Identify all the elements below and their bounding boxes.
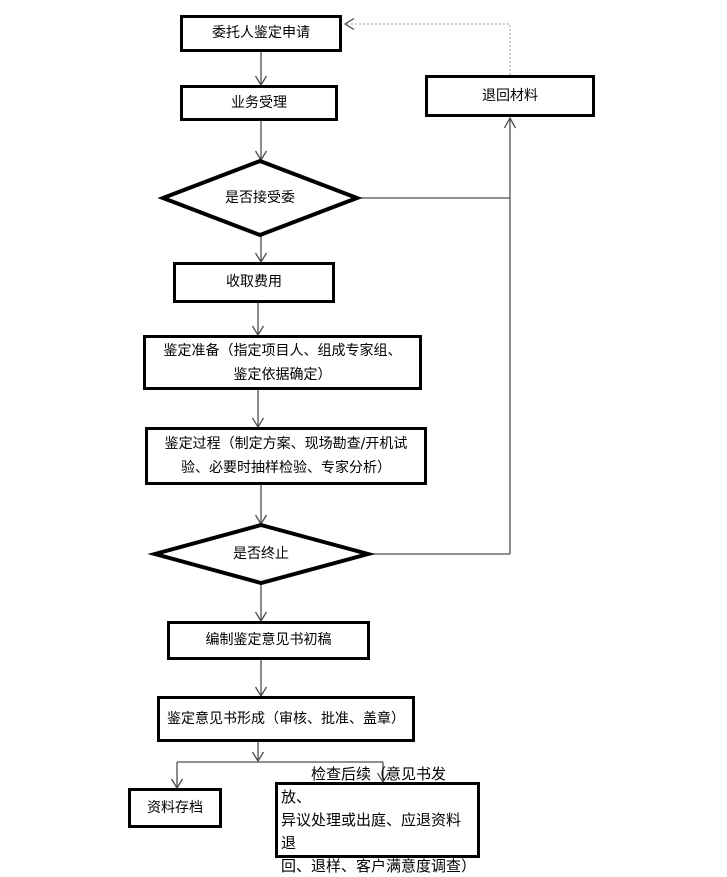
node-archive-label: 资料存档 [147, 799, 203, 816]
arrowhead-return-materials [503, 116, 517, 129]
node-draft-label: 编制鉴定意见书初稿 [205, 632, 332, 648]
node-return-materials-label: 退回材料 [482, 87, 538, 104]
decision-accept-diamond [157, 158, 363, 238]
arrowhead-finalize-to-split [251, 751, 265, 763]
node-archive: 资料存档 [128, 788, 222, 828]
node-followup-line-3: 回、退样、客户满意度调查） [281, 856, 477, 875]
node-finalize-label: 鉴定意见书形成（审核、批准、盖章） [167, 710, 405, 727]
node-collect-fee: 收取费用 [173, 262, 335, 303]
node-apply-label: 委托人鉴定申请 [212, 25, 310, 41]
node-draft: 编制鉴定意见书初稿 [167, 621, 370, 660]
node-prepare-line-1: 鉴定准备（指定项目人、组成专家组、 [163, 342, 402, 359]
arrowhead-return-to-apply [343, 17, 355, 31]
node-finalize: 鉴定意见书形成（审核、批准、盖章） [157, 696, 415, 742]
node-apply: 委托人鉴定申请 [180, 15, 342, 52]
decision-terminate-label: 是否终止 [233, 546, 289, 562]
node-prepare: 鉴定准备（指定项目人、组成专家组、 鉴定依据确定） [143, 335, 422, 390]
node-prepare-line-2: 鉴定依据确定） [233, 366, 332, 383]
node-process-line-2: 验、必要时抽样检验、专家分析） [181, 460, 391, 476]
node-collect-fee-label: 收取费用 [226, 274, 282, 290]
node-process: 鉴定过程（制定方案、现场勘查/开机试 验、必要时抽样检验、专家分析） [145, 427, 427, 485]
node-followup-line-1: 检查后续（意见书发放、 [281, 764, 447, 806]
node-accept-label: 业务受理 [231, 94, 287, 111]
node-followup-line-2: 异议处理或出庭、应退资料退 [281, 810, 462, 852]
node-process-line-1: 鉴定过程（制定方案、现场勘查/开机试 [164, 436, 408, 452]
node-followup: 检查后续（意见书发放、 异议处理或出庭、应退资料退 回、退样、客户满意度调查） [275, 765, 480, 875]
node-accept: 业务受理 [180, 85, 338, 121]
decision-terminate-diamond [147, 522, 376, 586]
decision-accept-label: 是否接受委 [225, 190, 295, 206]
connector-return-to-apply-dashed [346, 23, 511, 75]
node-return-materials: 退回材料 [425, 75, 595, 117]
